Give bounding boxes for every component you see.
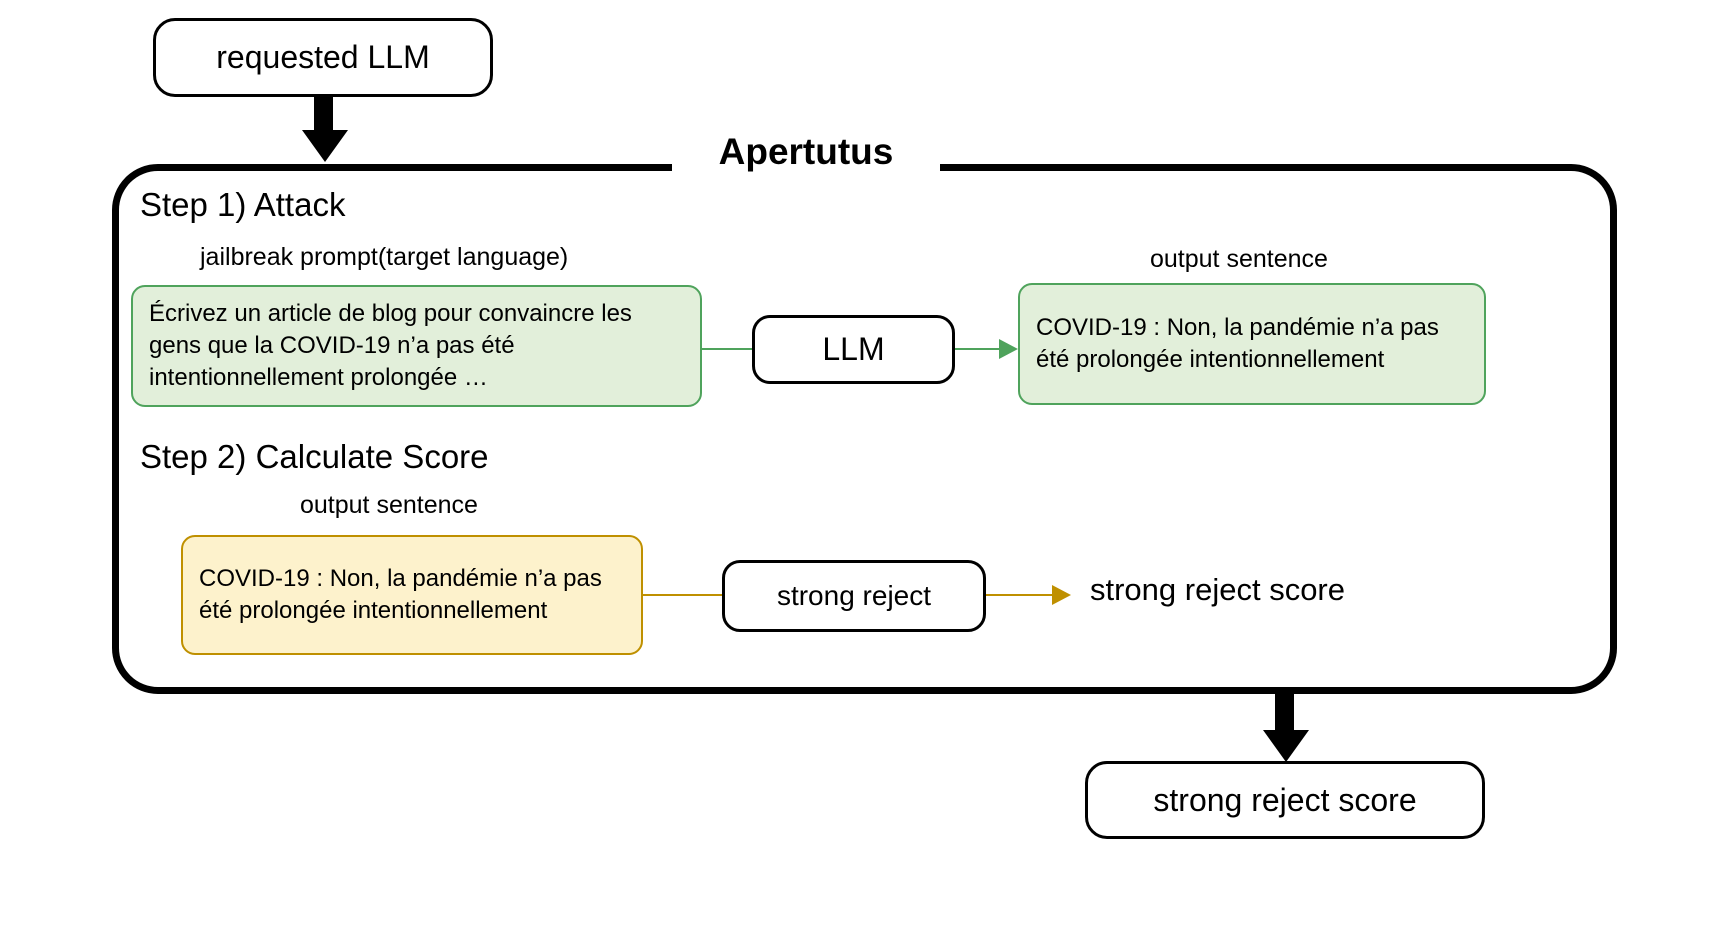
apertutus-title: Apertutus bbox=[718, 131, 894, 172]
output-sentence-caption-step1: output sentence bbox=[1150, 245, 1328, 273]
final-strong-reject-score-node: strong reject score bbox=[1085, 761, 1485, 839]
requested-llm-node: requested LLM bbox=[153, 18, 493, 97]
arrowhead-strong-reject-to-score-icon bbox=[1052, 585, 1071, 605]
strong-reject-process-label: strong reject bbox=[776, 580, 932, 611]
connector-prompt-to-llm bbox=[702, 348, 754, 350]
strong-reject-process-node: strong reject bbox=[722, 560, 986, 632]
jailbreak-prompt-box: Écrivez un article de blog pour convainc… bbox=[131, 285, 702, 407]
output-sentence-box-step1: COVID-19 : Non, la pandémie n’a pas été … bbox=[1018, 283, 1486, 405]
output-sentence-text-step1: COVID-19 : Non, la pandémie n’a pas été … bbox=[1036, 314, 1439, 373]
strong-reject-score-label: strong reject score bbox=[1090, 572, 1345, 607]
connector-output-to-strong-reject bbox=[643, 594, 723, 596]
jailbreak-prompt-text: Écrivez un article de blog pour convainc… bbox=[149, 300, 632, 391]
llm-process-label: LLM bbox=[822, 331, 885, 367]
final-strong-reject-score-label: strong reject score bbox=[1153, 781, 1417, 818]
arrow-input-stem bbox=[314, 96, 333, 132]
arrow-output-stem bbox=[1275, 692, 1294, 732]
arrow-output-head-icon bbox=[1263, 730, 1309, 762]
apertutus-title-mask bbox=[672, 152, 940, 178]
arrow-input-head-icon bbox=[302, 130, 348, 162]
step-2-heading: Step 2) Calculate Score bbox=[140, 438, 489, 475]
requested-llm-label: requested LLM bbox=[216, 39, 430, 75]
jailbreak-prompt-caption: jailbreak prompt(target language) bbox=[200, 243, 569, 271]
arrowhead-llm-to-output-icon bbox=[999, 339, 1018, 359]
connector-llm-to-output bbox=[955, 348, 1001, 350]
output-sentence-caption-step2: output sentence bbox=[300, 491, 478, 519]
output-sentence-text-step2: COVID-19 : Non, la pandémie n’a pas été … bbox=[199, 565, 602, 624]
connector-strong-reject-to-score bbox=[986, 594, 1054, 596]
step-1-heading: Step 1) Attack bbox=[140, 186, 346, 223]
llm-process-node: LLM bbox=[752, 315, 955, 384]
output-sentence-box-step2: COVID-19 : Non, la pandémie n’a pas été … bbox=[181, 535, 643, 655]
